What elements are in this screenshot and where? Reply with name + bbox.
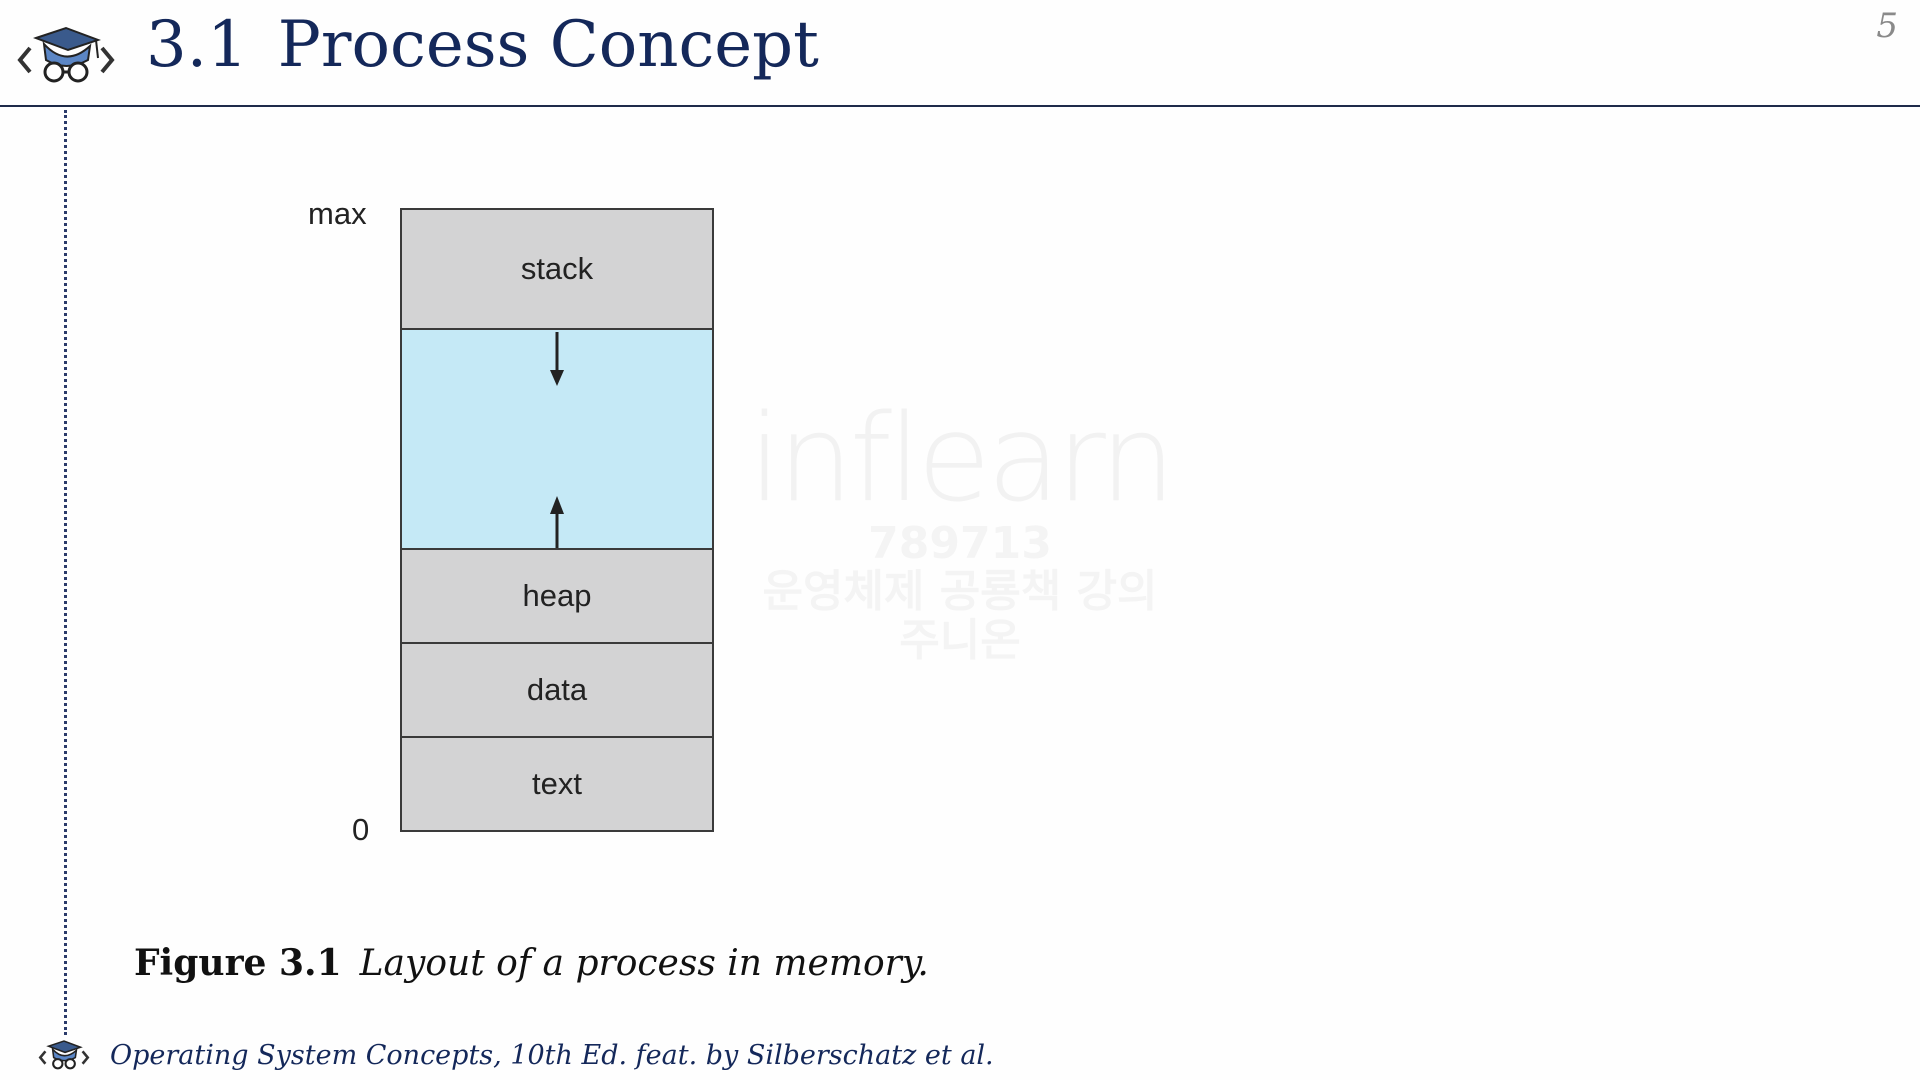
address-max-label: max (308, 196, 367, 231)
heap-segment: heap (402, 548, 712, 642)
stack-label: stack (520, 251, 594, 286)
figure-caption: Figure 3.1 Layout of a process in memory. (134, 942, 929, 984)
figure-number: Figure 3.1 (134, 942, 342, 984)
heap-growth-arrow-icon (550, 496, 564, 548)
stack-segment: stack (402, 210, 712, 328)
footer-citation: Operating System Concepts, 10th Ed. feat… (110, 1040, 994, 1071)
memory-layout: stack heap data text (400, 208, 714, 832)
section-title: Process Concept (277, 8, 819, 82)
header-divider (0, 105, 1920, 107)
text-segment: text (402, 736, 712, 830)
section-number: 3.1 (146, 8, 248, 82)
page-number: 5 (1876, 6, 1898, 46)
free-space-segment (402, 328, 712, 548)
footer-logo-icon (38, 1040, 90, 1070)
data-segment: data (402, 642, 712, 736)
heap-label: heap (522, 578, 592, 613)
stack-growth-arrow-icon (550, 332, 564, 386)
text-label: text (532, 766, 582, 801)
page-title: 3.1 Process Concept (146, 8, 819, 82)
margin-dotted-line (64, 110, 67, 1035)
data-label: data (526, 672, 588, 707)
address-zero-label: 0 (352, 812, 370, 847)
course-logo-icon (17, 26, 115, 83)
figure-caption-text: Layout of a process in memory. (359, 943, 929, 984)
process-memory-diagram: max 0 stack heap data text (280, 190, 760, 860)
